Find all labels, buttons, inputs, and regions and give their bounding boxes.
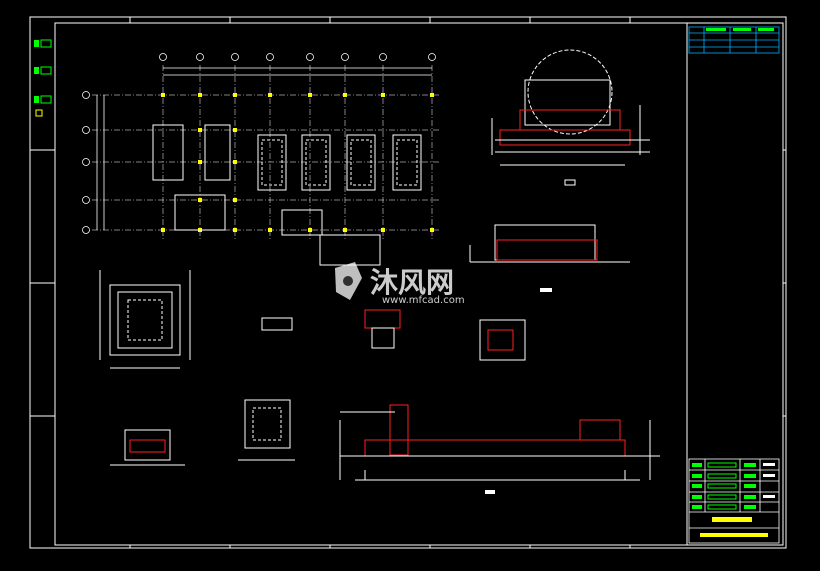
watermark: 沐风网 www.mfcad.com [335,262,465,306]
detail-plan-left [99,270,191,369]
column-markers [161,93,434,232]
boiler-section [491,49,650,186]
detail-plan-small [238,399,295,461]
beam-section-upper [469,224,630,292]
left-legend-strip [34,39,52,117]
watermark-brand-text: 沐风网 [370,266,454,299]
foundation-plan-grid [92,65,440,240]
long-foundation-section [339,404,660,494]
title-block-bottom [688,458,780,544]
pit-section-left [110,429,185,466]
pile-caps [152,124,422,266]
title-block-top [688,26,780,54]
detail-sections-middle [261,309,526,361]
watermark-url-text: www.mfcad.com [382,295,465,306]
watermark-logo-icon [335,262,362,300]
foundation-plan-axis-bubbles [82,53,436,234]
border-zone-ticks [30,17,786,548]
